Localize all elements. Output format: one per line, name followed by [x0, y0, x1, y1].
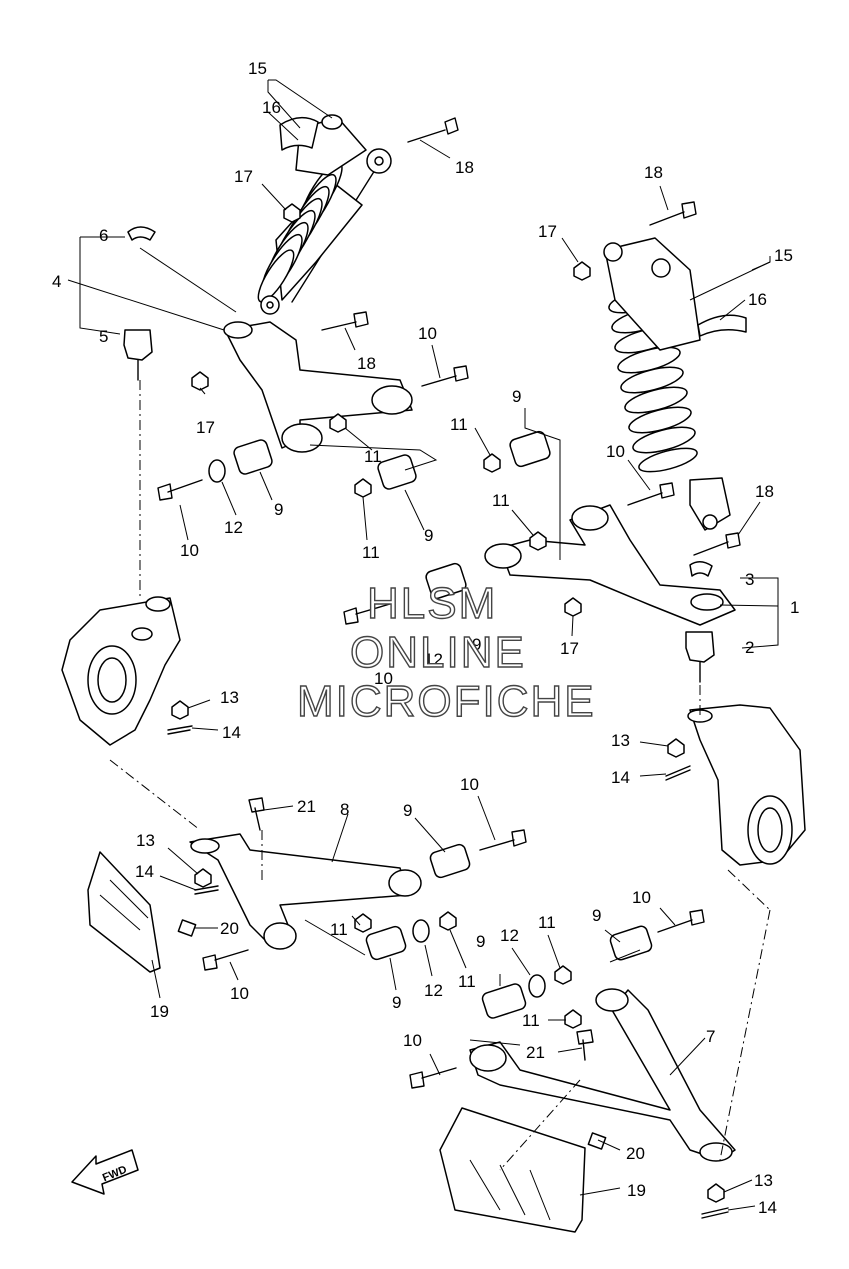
callout-2: 2 [745, 638, 754, 657]
callout-18: 18 [357, 354, 376, 373]
callout-11: 11 [492, 491, 510, 510]
bolts[interactable] [157, 117, 741, 1089]
callout-16: 16 [748, 290, 767, 309]
callout-9: 9 [424, 526, 433, 545]
callout-9: 9 [392, 993, 401, 1012]
callout-10: 10 [374, 669, 393, 688]
callout-9: 9 [512, 387, 521, 406]
right-shock-absorber[interactable] [603, 237, 747, 531]
callout-9: 9 [403, 801, 412, 820]
right-skid-guard[interactable] [439, 1107, 586, 1233]
left-steering-knuckle[interactable] [61, 596, 181, 746]
callout-11: 11 [450, 415, 468, 434]
forward-direction-badge: FWD [71, 1149, 139, 1195]
callout-9: 9 [476, 932, 485, 951]
callout-14: 14 [611, 768, 630, 787]
callout-10: 10 [403, 1031, 422, 1050]
callout-11: 11 [330, 920, 348, 939]
callout-10: 10 [460, 775, 479, 794]
ball-joints[interactable] [123, 226, 715, 683]
watermark: HLSM ONLINE MICROFICHE [296, 578, 596, 726]
callout-19: 19 [150, 1002, 169, 1021]
callout-7: 7 [706, 1027, 715, 1046]
callout-21: 21 [297, 797, 316, 816]
callout-11: 11 [362, 543, 380, 562]
callout-numbers: 15 16 17 18 6 4 5 18 10 17 11 9 12 10 11… [52, 59, 799, 1217]
callout-12: 12 [424, 650, 443, 669]
callout-11: 11 [522, 1011, 540, 1030]
callout-1: 1 [790, 598, 799, 617]
right-upper-a-arm[interactable] [484, 504, 736, 626]
assembly-center-lines [109, 380, 771, 1171]
callout-13: 13 [136, 831, 155, 850]
callout-10: 10 [606, 442, 625, 461]
callout-18: 18 [644, 163, 663, 182]
left-skid-guard[interactable] [87, 851, 161, 973]
callout-8: 8 [340, 800, 349, 819]
callout-13: 13 [611, 731, 630, 750]
cotter-pins[interactable] [167, 725, 729, 1219]
left-lower-a-arm[interactable] [189, 833, 422, 950]
left-upper-a-arm[interactable] [223, 321, 413, 453]
mounting-plates[interactable] [177, 919, 607, 1150]
callout-6: 6 [99, 226, 108, 245]
callout-9: 9 [274, 500, 283, 519]
callout-21: 21 [526, 1043, 545, 1062]
callout-17: 17 [196, 418, 215, 437]
callout-19: 19 [627, 1181, 646, 1200]
callout-18: 18 [455, 158, 474, 177]
callout-15: 15 [248, 59, 267, 78]
right-lower-a-arm[interactable] [469, 988, 736, 1162]
watermark-line-3: MICROFICHE [297, 677, 596, 726]
leader-lines [67, 79, 779, 1211]
callout-12: 12 [500, 926, 519, 945]
callout-4: 4 [52, 272, 61, 291]
callout-11: 11 [538, 913, 556, 932]
callout-17: 17 [538, 222, 557, 241]
callout-20: 20 [220, 919, 239, 938]
callout-9: 9 [472, 635, 481, 654]
callout-15: 15 [774, 246, 793, 265]
callout-12: 12 [424, 981, 443, 1000]
callout-9: 9 [592, 906, 601, 925]
callout-13: 13 [220, 688, 239, 707]
watermark-line-2: ONLINE [350, 628, 526, 677]
callout-11: 11 [458, 972, 476, 991]
callout-12: 12 [224, 518, 243, 537]
callout-11: 11 [364, 447, 382, 466]
callout-10: 10 [180, 541, 199, 560]
callout-17: 17 [560, 639, 579, 658]
left-shock-absorber[interactable] [252, 114, 392, 315]
bushings[interactable] [208, 430, 653, 1019]
nuts[interactable] [171, 203, 725, 1203]
watermark-line-1: HLSM [367, 579, 497, 628]
callout-17: 17 [234, 167, 253, 186]
right-steering-knuckle[interactable] [687, 704, 806, 866]
callout-14: 14 [135, 862, 154, 881]
callout-14: 14 [758, 1198, 777, 1217]
callout-14: 14 [222, 723, 241, 742]
callout-10: 10 [632, 888, 651, 907]
callout-10: 10 [418, 324, 437, 343]
callout-5: 5 [99, 327, 108, 346]
callout-16: 16 [262, 98, 281, 117]
callout-3: 3 [745, 570, 754, 589]
callout-13: 13 [754, 1171, 773, 1190]
callout-20: 20 [626, 1144, 645, 1163]
callout-18: 18 [755, 482, 774, 501]
callout-10: 10 [230, 984, 249, 1003]
